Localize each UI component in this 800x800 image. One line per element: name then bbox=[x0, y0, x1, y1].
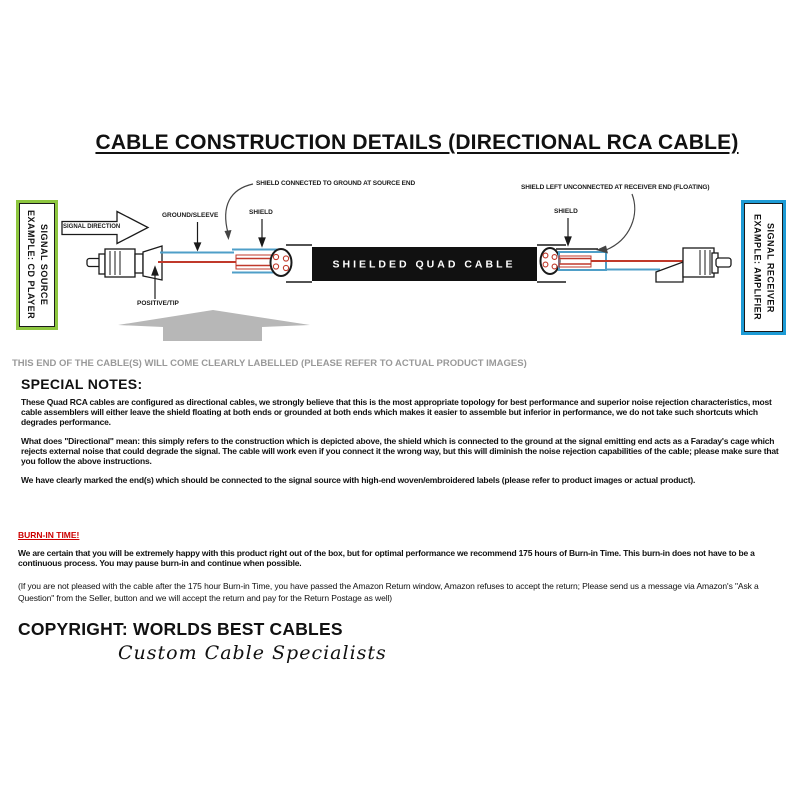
shield-source-label: SHIELD bbox=[249, 209, 273, 216]
plug-right-pin bbox=[715, 257, 732, 268]
cable-label: SHIELDED QUAD CABLE bbox=[332, 259, 515, 271]
special-notes-body: These Quad RCA cables are configured as … bbox=[21, 397, 783, 494]
callout-curve-source bbox=[225, 183, 254, 234]
plug-right-housing bbox=[655, 261, 684, 283]
plug-right-barrel bbox=[682, 247, 715, 278]
callout-arrowhead-receiver bbox=[596, 245, 608, 254]
shield-receiver-label: SHIELD bbox=[554, 208, 578, 215]
special-notes-para1: These Quad RCA cables are configured as … bbox=[21, 397, 772, 427]
signal-receiver-line2: EXAMPLE: AMPLIFIER bbox=[752, 214, 763, 321]
signal-source-line1: SIGNAL SOURCE bbox=[39, 224, 50, 306]
callout-curves bbox=[225, 183, 636, 251]
signal-receiver-line1: SIGNAL RECEIVER bbox=[765, 222, 776, 313]
signal-receiver-box: SIGNAL RECEIVER EXAMPLE: AMPLIFIER bbox=[741, 200, 786, 335]
special-notes-para2: What does "Directional" mean: this simpl… bbox=[21, 436, 779, 466]
ground-sleeve-label: GROUND/SLEEVE bbox=[162, 212, 219, 219]
signal-direction-arrow bbox=[61, 210, 150, 245]
signal-source-box-inner: SIGNAL SOURCE EXAMPLE: CD PLAYER bbox=[19, 203, 55, 327]
signal-receiver-text: SIGNAL RECEIVER EXAMPLE: AMPLIFIER bbox=[750, 214, 776, 320]
callout-source-label: SHIELD CONNECTED TO GROUND AT SOURCE END bbox=[256, 180, 416, 187]
jacket-edge-lines bbox=[286, 244, 566, 283]
cable-jacket bbox=[312, 247, 537, 281]
tagline-text: Custom Cable Specialists bbox=[118, 642, 387, 664]
callout-curve-receiver bbox=[605, 193, 636, 251]
burn-in-heading: BURN-IN TIME! bbox=[18, 530, 80, 540]
quad-cross-section-left bbox=[269, 248, 293, 277]
positive-tip-label: POSITIVE/TIP bbox=[137, 300, 179, 307]
signal-receiver-box-inner: SIGNAL RECEIVER EXAMPLE: AMPLIFIER bbox=[744, 203, 783, 332]
callout-receiver-label: SHIELD LEFT UNCONNECTED AT RECEIVER END … bbox=[521, 184, 710, 191]
signal-source-box: SIGNAL SOURCE EXAMPLE: CD PLAYER bbox=[16, 200, 58, 330]
plug-left-neck bbox=[134, 253, 144, 274]
rca-plug-right bbox=[655, 247, 732, 283]
copyright-text: COPYRIGHT: WORLDS BEST CABLES bbox=[18, 619, 343, 639]
signal-direction-label: SIGNAL DIRECTION bbox=[63, 224, 121, 230]
quad-cross-section-right bbox=[539, 247, 561, 275]
plug-left-collar bbox=[98, 253, 106, 275]
labelled-end-arrow bbox=[118, 310, 310, 341]
callout-arrowhead-source bbox=[224, 230, 232, 240]
pair-bundle-right bbox=[558, 255, 592, 268]
signal-source-text: SIGNAL SOURCE EXAMPLE: CD PLAYER bbox=[24, 210, 50, 319]
page-title: CABLE CONSTRUCTION DETAILS (DIRECTIONAL … bbox=[95, 131, 739, 154]
special-notes-para3: We have clearly marked the end(s) which … bbox=[21, 475, 696, 485]
burn-in-paragraph: We are certain that you will be extremel… bbox=[18, 548, 755, 568]
special-notes-heading: SPECIAL NOTES: bbox=[21, 376, 143, 392]
rca-plug-left bbox=[86, 245, 163, 281]
labelled-end-note: THIS END OF THE CABLE(S) WILL COME CLEAR… bbox=[12, 358, 527, 369]
return-policy-note: (If you are not pleased with the cable a… bbox=[18, 581, 759, 603]
signal-source-line2: EXAMPLE: CD PLAYER bbox=[26, 210, 36, 320]
label-arrows bbox=[151, 218, 572, 299]
cable-diagram: SHIELDED QUAD CABLE bbox=[61, 183, 732, 341]
